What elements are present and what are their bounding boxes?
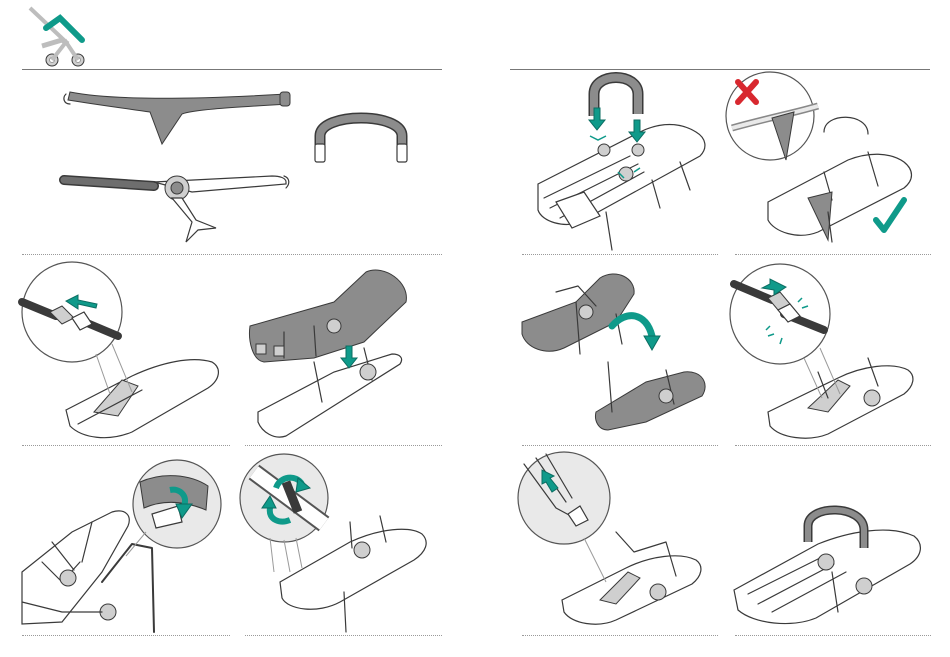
step-strap-hook [22, 452, 232, 632]
separator [245, 635, 442, 636]
separator [22, 635, 230, 636]
separator [735, 635, 931, 636]
step-final-result [728, 452, 928, 632]
separator [245, 445, 442, 446]
arrow-down-icon [341, 346, 357, 368]
separator [522, 635, 718, 636]
check-mark-icon [876, 200, 904, 230]
sun-canopy-icon [64, 92, 290, 144]
bumper-bar-icon [315, 118, 407, 162]
separator [522, 445, 718, 446]
step-buckle-belt [728, 262, 928, 442]
parts-overview [22, 72, 442, 252]
step-canopy-wrong-right [728, 72, 928, 252]
stroller-seat-attach-icon [22, 4, 92, 64]
separator [735, 254, 931, 255]
step-unbuckle-belt [22, 262, 232, 442]
header-rule-left [22, 69, 442, 70]
step-wrap-strap [240, 452, 440, 632]
separator [22, 254, 442, 255]
step-pull-strap [516, 452, 716, 632]
canopy-frame-icon [64, 176, 289, 242]
step-bumper-clips [520, 72, 720, 252]
step-flip-seat [516, 262, 716, 442]
separator [735, 445, 931, 446]
separator [522, 254, 718, 255]
header-rule-right [510, 69, 930, 70]
separator [22, 445, 230, 446]
step-place-seat-on-frame [244, 262, 444, 442]
